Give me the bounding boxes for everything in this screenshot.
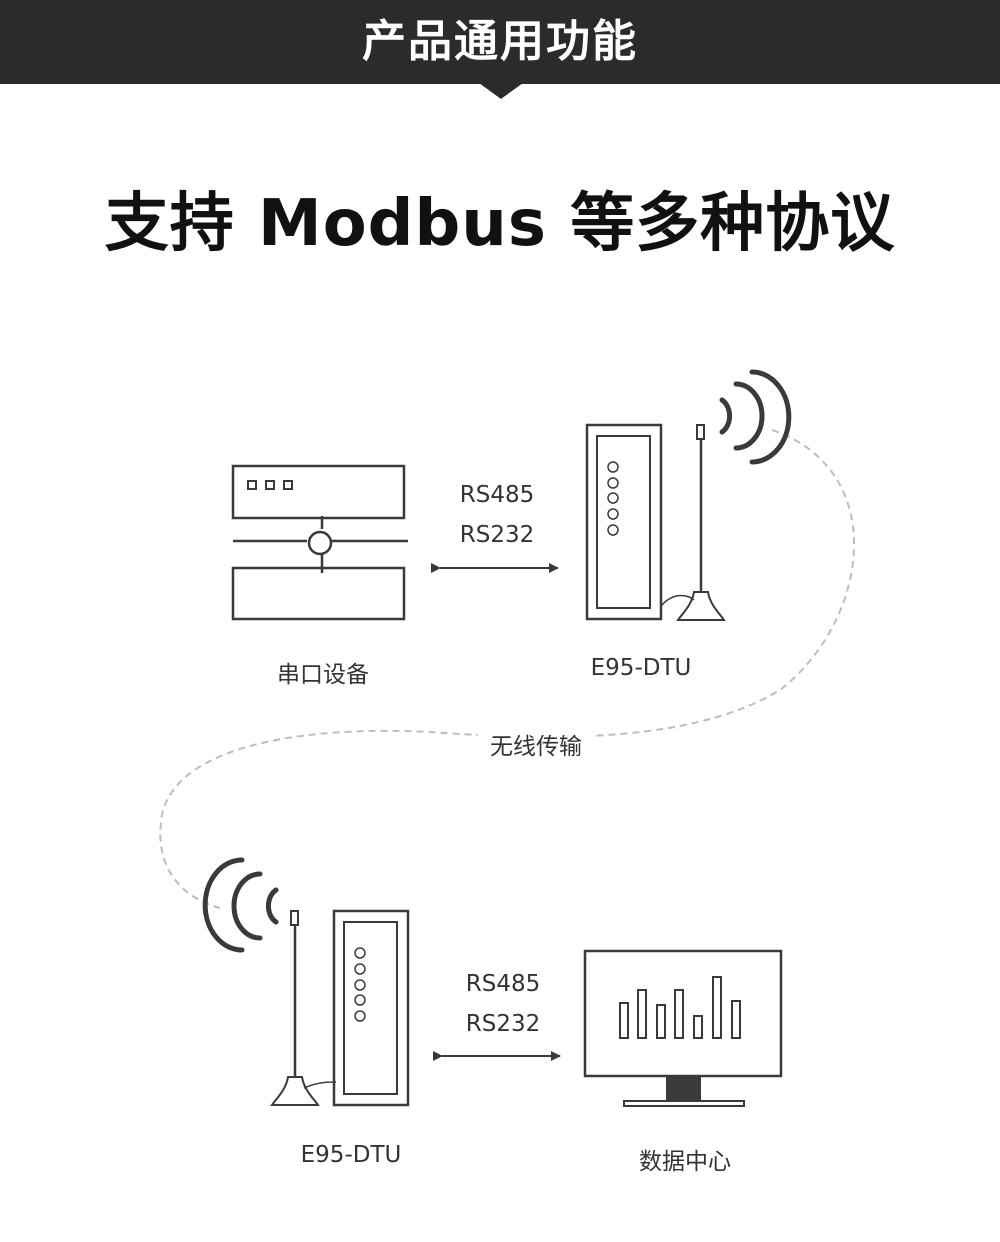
monitor-base (623, 1100, 745, 1107)
link-top-protocol-1: RS485 (459, 482, 535, 508)
header-banner (0, 0, 1000, 84)
signal-waves-bottom-icon (202, 857, 279, 953)
monitor-stand (666, 1076, 701, 1101)
dtu-bottom-icon (332, 909, 410, 1107)
data-center-icon (583, 949, 783, 1078)
antenna-bottom-icon (270, 910, 337, 1106)
banner-title: 产品通用功能 (362, 16, 638, 67)
banner-notch (479, 83, 523, 99)
link-bottom-protocol-2: RS232 (465, 1011, 541, 1037)
antenna-top-icon (660, 424, 726, 621)
signal-waves-top-icon (719, 369, 792, 465)
wireless-label: 无线传输 (490, 734, 582, 760)
wireless-label-bg (478, 726, 596, 756)
data-center-label: 数据中心 (639, 1149, 731, 1175)
serial-device-label: 串口设备 (277, 662, 369, 688)
serial-device-icon (231, 464, 408, 621)
dtu-top-label: E95-DTU (590, 655, 692, 681)
headline: 支持 Modbus 等多种协议 (104, 187, 896, 261)
dtu-bottom-label: E95-DTU (300, 1142, 402, 1168)
dtu-top-icon (585, 423, 663, 621)
link-bottom-protocol-1: RS485 (465, 971, 541, 997)
link-top-protocol-2: RS232 (459, 522, 535, 548)
